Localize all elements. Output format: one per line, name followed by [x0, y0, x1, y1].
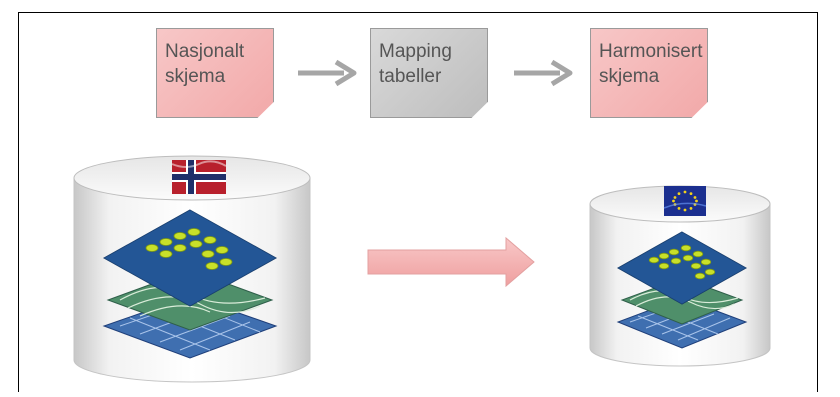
norway-flag-icon	[171, 160, 227, 194]
arrow-right-icon	[298, 59, 357, 87]
slide-frame	[18, 12, 818, 392]
map-layers-icon	[616, 231, 748, 349]
mapping-tabeller-note: Mapping tabeller	[370, 28, 488, 118]
map-layers-icon	[102, 209, 278, 359]
harmonisert-skjema-label: Harmonisert skjema	[599, 41, 703, 87]
arrow-right-icon	[514, 59, 573, 87]
nasjonalt-skjema-label: Nasjonalt skjema	[165, 41, 245, 87]
nasjonalt-skjema-note: Nasjonalt skjema	[156, 28, 274, 118]
mapping-tabeller-label: Mapping tabeller	[379, 41, 452, 87]
transfer-arrow-icon	[367, 236, 535, 288]
eu-flag-icon	[663, 186, 707, 216]
harmonisert-skjema-note: Harmonisert skjema	[590, 28, 708, 118]
